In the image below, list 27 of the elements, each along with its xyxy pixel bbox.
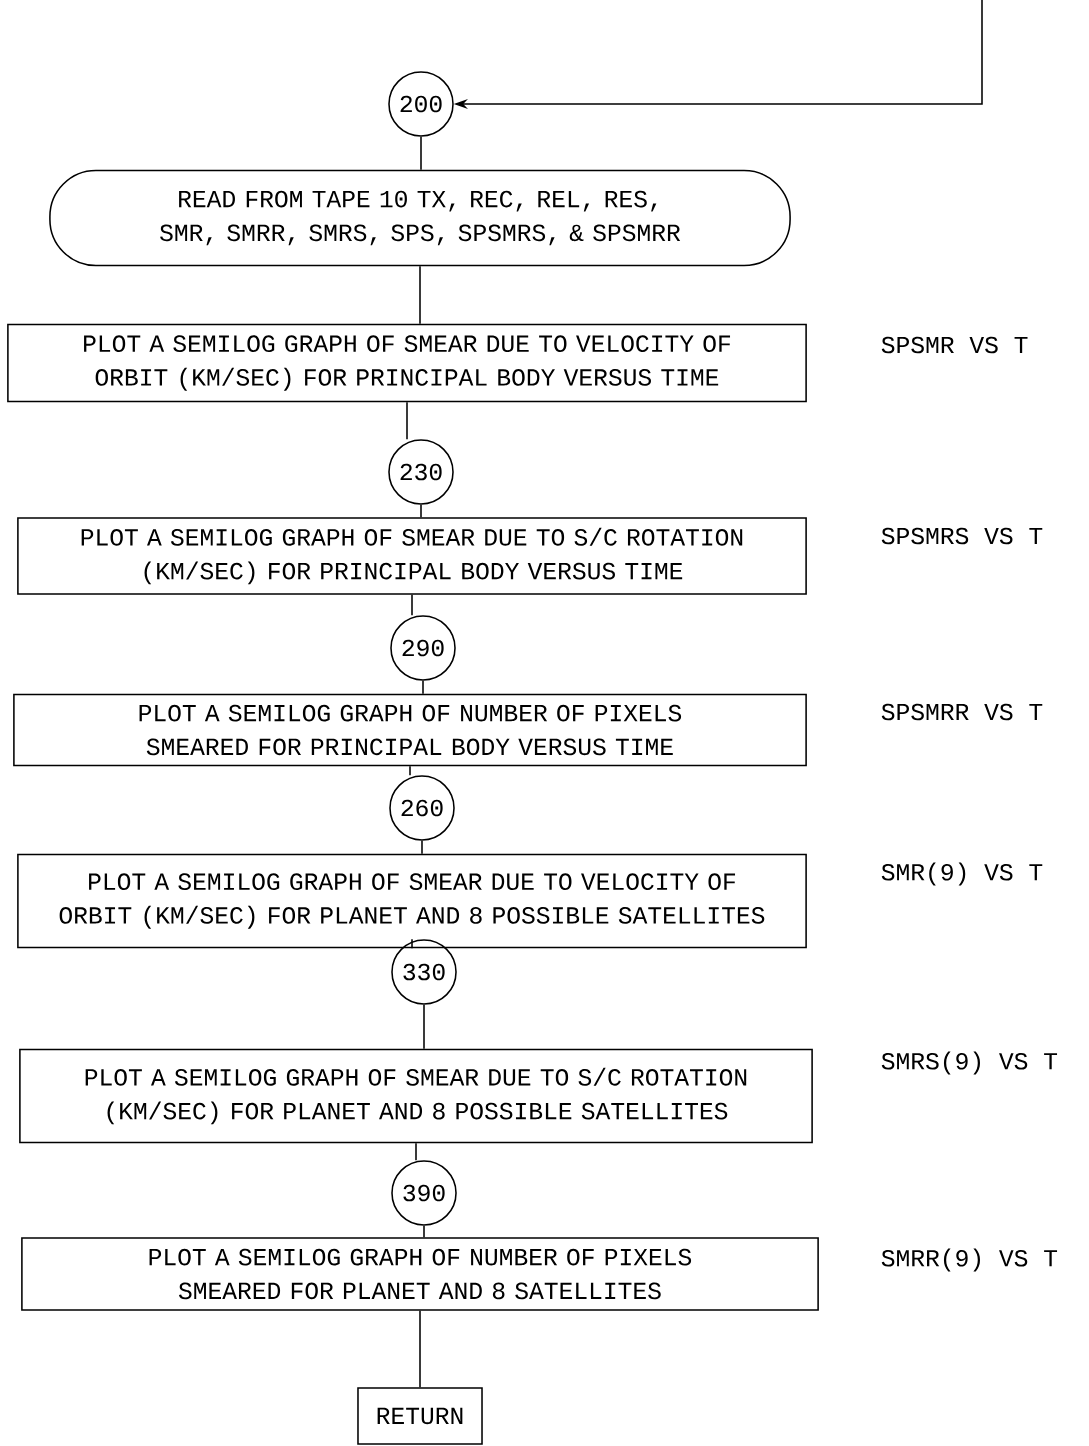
flow-line — [423, 1225, 425, 1238]
plot-label: SMR(9) VS T — [881, 862, 1043, 886]
process-box: PLOT A SEMILOG GRAPH OF SMEAR DUE TO S/C ROTATION (KM/SEC) FOR PRINCIPAL BODY VERSUS TIME — [17, 517, 807, 595]
flow-line — [420, 504, 422, 518]
process-box: PLOT A SEMILOG GRAPH OF NUMBER OF PIXELS SMEARED FOR PLANET AND 8 SATELLITES — [21, 1237, 819, 1311]
process-box: PLOT A SEMILOG GRAPH OF SMEAR DUE TO S/C ROTATION (KM/SEC) FOR PLANET AND 8 POSSIBLE SATELLITES — [19, 1048, 813, 1144]
plot-label: SMRS(9) VS T — [881, 1051, 1058, 1075]
plot-label: SPSMR VS T — [881, 336, 1028, 354]
flow-line — [409, 765, 411, 776]
flow-line — [406, 401, 408, 440]
process-box: PLOT A SEMILOG GRAPH OF SMEAR DUE TO VELOCITY OF ORBIT (KM/SEC) FOR PLANET AND 8 POSSIBLE SATELLITES — [17, 853, 807, 949]
process-box: PLOT A SEMILOG GRAPH OF SMEAR DUE TO VELOCITY OF ORBIT (KM/SEC) FOR PRINCIPAL BODY VERSUS TIME — [7, 323, 807, 403]
plot-label: SPSMRR VS T — [881, 703, 1043, 721]
flow-line — [420, 136, 422, 171]
process-box: PLOT A SEMILOG GRAPH OF NUMBER OF PIXELS SMEARED FOR PRINCIPAL BODY VERSUS TIME — [13, 693, 807, 767]
flow-line — [411, 594, 413, 616]
flow-line — [422, 680, 424, 695]
plot-label: SPSMRS VS T — [881, 527, 1043, 545]
plot-label: SMRR(9) VS T — [881, 1248, 1058, 1272]
flow-line — [423, 1004, 425, 1050]
flow-line — [419, 265, 421, 325]
terminal-box: READ FROM TAPE 10 TX, REC, REL, RES, SMR, SMRR, SMRS, SPS, SPSMRS, & SPSMRR — [49, 169, 791, 267]
flow-line — [421, 840, 423, 855]
flow-line — [411, 938, 413, 950]
process-box: RETURN — [357, 1387, 483, 1445]
flow-line — [419, 1310, 421, 1388]
flow-line — [415, 1142, 417, 1161]
